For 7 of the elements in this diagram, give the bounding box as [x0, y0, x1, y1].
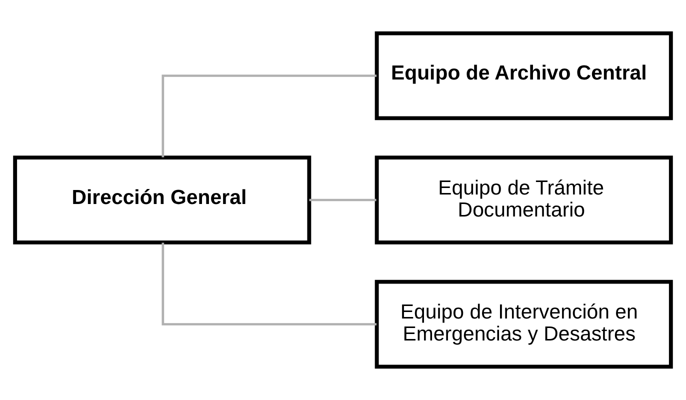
node-box: Dirección General — [13, 156, 312, 244]
node-box: Equipo de Trámite Documentario — [374, 156, 673, 244]
node-box: Equipo de Intervención en Emergencias y Desastres — [374, 280, 673, 369]
node-box: Equipo de Archivo Central — [374, 31, 673, 120]
connector — [309, 198, 376, 202]
connector — [162, 242, 377, 326]
connector — [162, 74, 377, 158]
